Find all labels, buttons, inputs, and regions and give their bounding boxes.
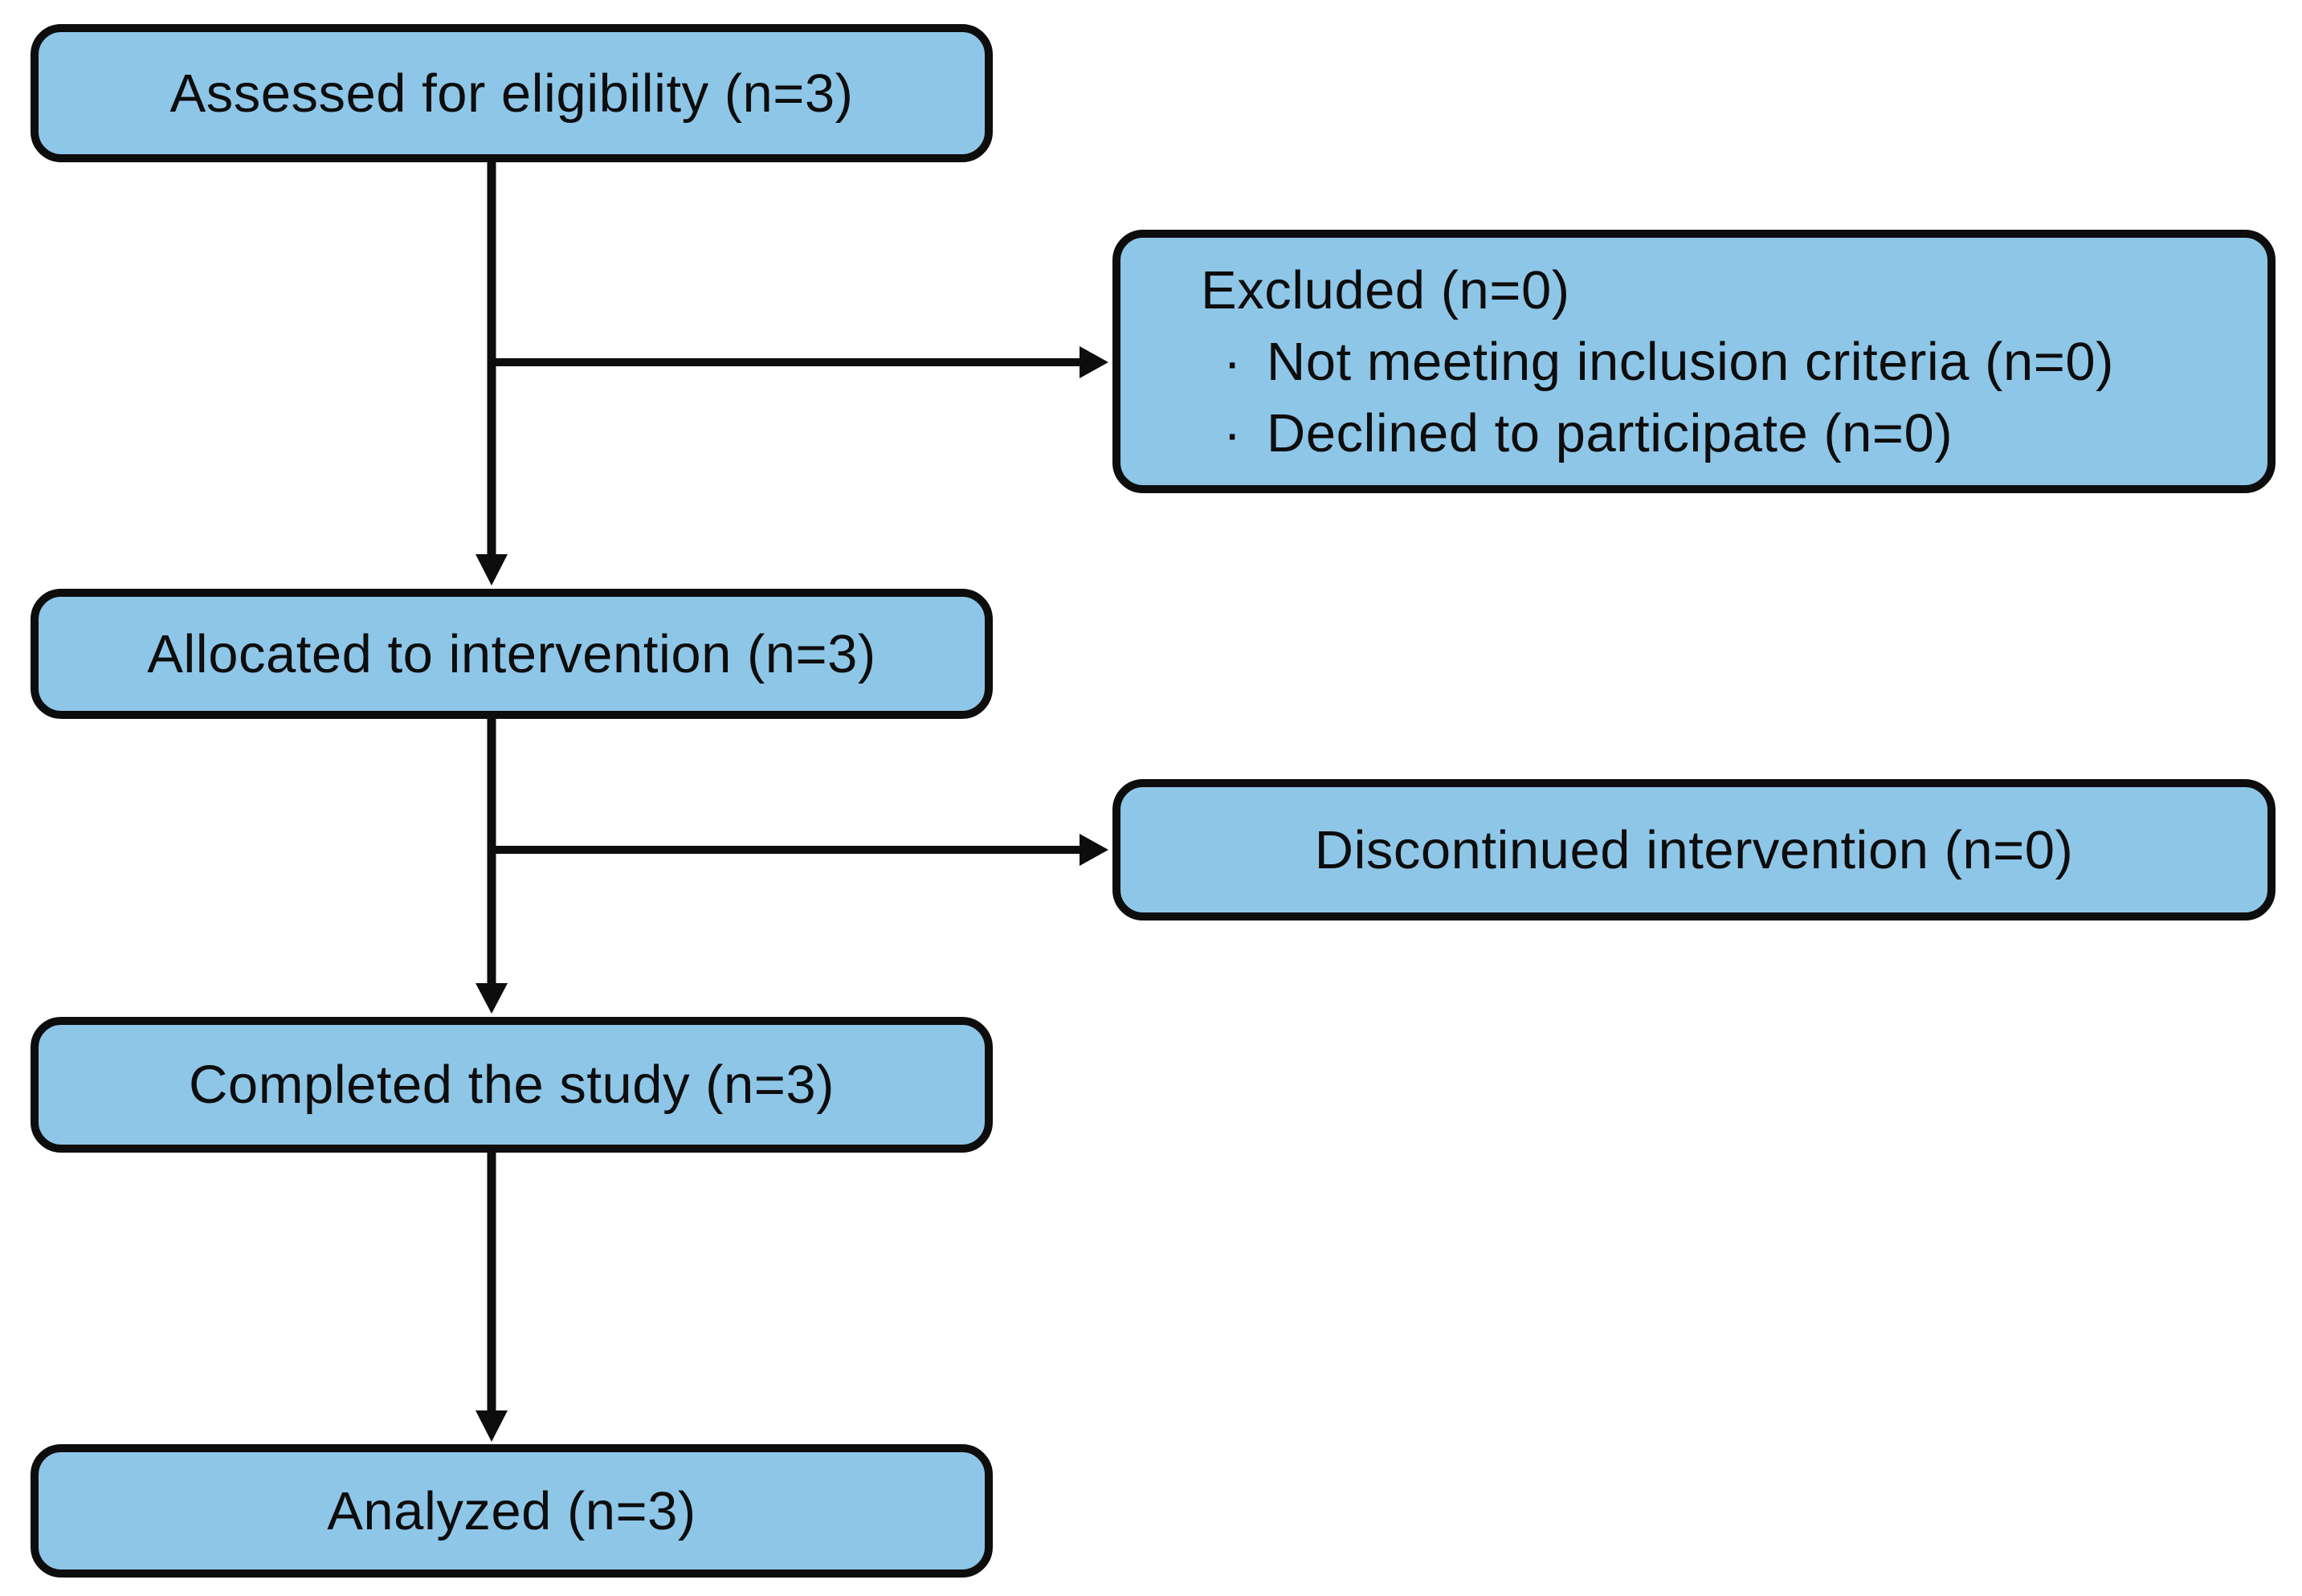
- bullet-icon: ·: [1223, 402, 1242, 463]
- node-completed-label: Completed the study (n=3): [189, 1055, 835, 1115]
- node-completed-the-study: Completed the study (n=3): [31, 1017, 993, 1153]
- excluded-reason-row: · Declined to participate (n=0): [1223, 398, 1953, 469]
- node-assessed-label: Assessed for eligibility (n=3): [169, 63, 854, 124]
- node-discontinued-intervention: Discontinued intervention (n=0): [1112, 779, 2275, 920]
- node-allocated-label: Allocated to intervention (n=3): [147, 623, 876, 684]
- node-discontinued-label: Discontinued intervention (n=0): [1314, 819, 2074, 880]
- arrowhead-into-excluded: [1080, 346, 1108, 378]
- node-analyzed: Analyzed (n=3): [31, 1444, 993, 1578]
- bullet-icon: ·: [1223, 331, 1242, 392]
- excluded-reason-label: Not meeting inclusion criteria (n=0): [1266, 331, 2114, 392]
- node-assessed-for-eligibility: Assessed for eligibility (n=3): [31, 24, 993, 162]
- arrowhead-into-allocated: [476, 554, 508, 586]
- node-excluded: Excluded (n=0) · Not meeting inclusion c…: [1112, 230, 2275, 493]
- arrowhead-into-discontinued: [1080, 834, 1108, 866]
- node-excluded-title: Excluded (n=0): [1201, 259, 1570, 320]
- excluded-reason-row: · Not meeting inclusion criteria (n=0): [1223, 326, 2114, 398]
- arrowhead-into-completed: [476, 983, 508, 1014]
- node-analyzed-label: Analyzed (n=3): [327, 1480, 696, 1541]
- arrowhead-into-analyzed: [476, 1410, 508, 1442]
- node-allocated-to-intervention: Allocated to intervention (n=3): [31, 589, 993, 719]
- excluded-reason-label: Declined to participate (n=0): [1266, 402, 1953, 463]
